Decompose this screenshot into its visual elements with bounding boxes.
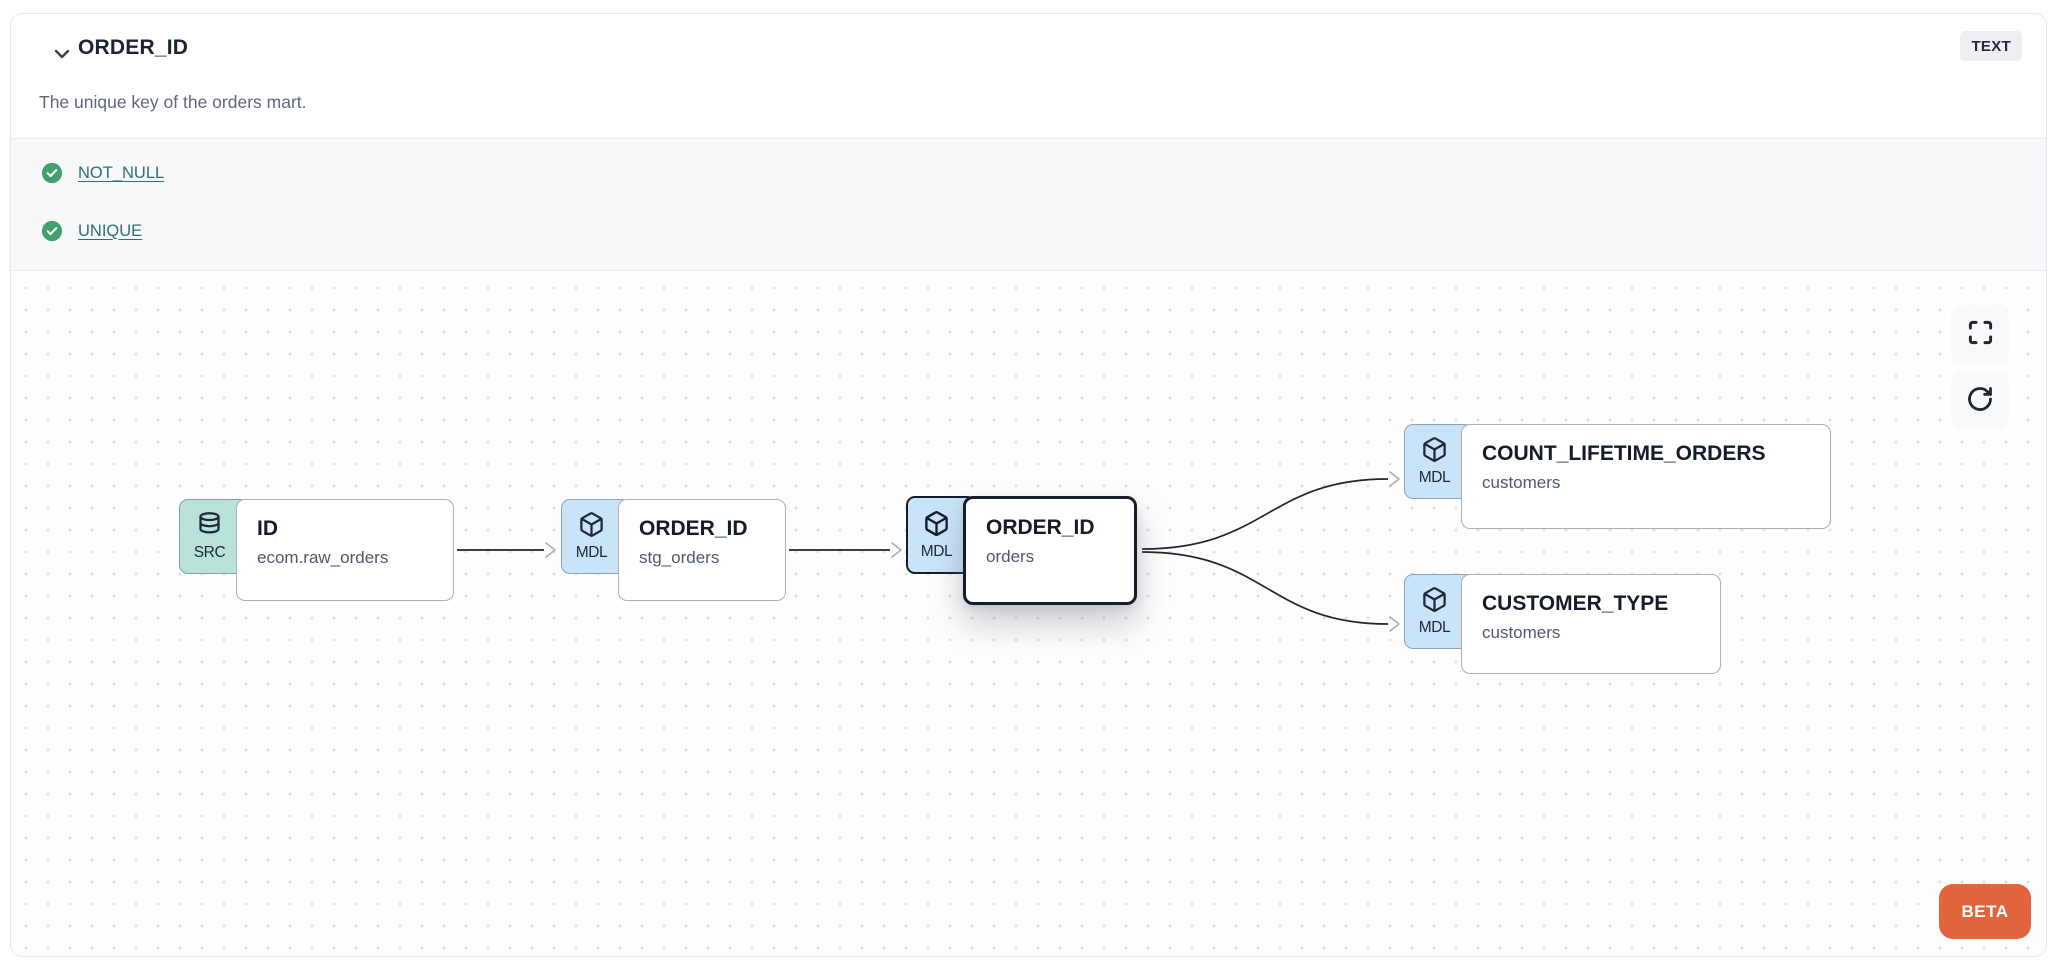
node-title: ORDER_ID <box>639 517 748 540</box>
arrowhead-icon <box>891 542 902 558</box>
node-subtitle: customers <box>1482 623 1561 642</box>
node-card: COUNT_LIFETIME_ORDERS customers <box>1461 424 1831 529</box>
node-card: CUSTOMER_TYPE customers <box>1461 574 1721 674</box>
maximize-icon <box>1967 319 1994 349</box>
arrowhead-icon <box>1389 471 1400 487</box>
arrowhead-icon <box>1389 616 1400 632</box>
node-badge-label: SRC <box>193 544 226 561</box>
node-title: ORDER_ID <box>986 516 1095 539</box>
page-title: ORDER_ID <box>78 36 189 59</box>
column-details-card: ORDER_ID The unique key of the orders ma… <box>10 13 2047 957</box>
edge-orders-to-ctype <box>1141 551 1389 625</box>
cube-icon <box>1423 436 1448 468</box>
node-subtitle: orders <box>986 547 1035 566</box>
data-type-badge: TEXT <box>1960 31 2022 61</box>
node-card: ID ecom.raw_orders <box>236 499 454 601</box>
test-link-unique[interactable]: UNIQUE <box>78 221 143 240</box>
refresh-icon <box>1966 385 1994 416</box>
collapse-button[interactable] <box>47 40 77 70</box>
node-card: ORDER_ID orders <box>963 496 1137 605</box>
cube-icon <box>1423 586 1448 618</box>
test-row: NOT_NULL <box>41 161 164 185</box>
column-description: The unique key of the orders mart. <box>39 92 307 112</box>
beta-badge-button[interactable]: BETA <box>1939 884 2031 939</box>
header: ORDER_ID The unique key of the orders ma… <box>11 14 2046 138</box>
node-badge-label: MDL <box>1418 469 1451 486</box>
check-circle-icon <box>41 220 63 242</box>
cube-icon <box>925 510 950 542</box>
lineage-canvas[interactable]: SRC ID ecom.raw_orders MDL ORDER_ID stg <box>11 271 2046 956</box>
check-circle-icon <box>41 162 63 184</box>
node-title: CUSTOMER_TYPE <box>1482 592 1669 615</box>
node-badge-label: MDL <box>575 544 608 561</box>
node-badge-label: MDL <box>920 542 953 560</box>
fullscreen-button[interactable] <box>1951 305 2009 363</box>
node-subtitle: customers <box>1482 473 1561 492</box>
edge-orders-to-count <box>1141 478 1389 550</box>
cube-icon <box>580 511 605 543</box>
chevron-down-icon <box>50 42 74 69</box>
test-link-not-null[interactable]: NOT_NULL <box>78 163 165 182</box>
node-subtitle: ecom.raw_orders <box>257 548 389 567</box>
node-badge-label: MDL <box>1418 619 1451 636</box>
node-card: ORDER_ID stg_orders <box>618 499 786 601</box>
node-subtitle: stg_orders <box>639 548 720 567</box>
tests-section: NOT_NULL UNIQUE <box>11 138 2046 271</box>
test-row: UNIQUE <box>41 219 142 243</box>
lineage-edges <box>457 471 1400 632</box>
refresh-button[interactable] <box>1951 371 2009 429</box>
database-icon <box>199 511 223 543</box>
node-title: COUNT_LIFETIME_ORDERS <box>1482 442 1766 465</box>
arrowhead-icon <box>545 542 556 558</box>
node-title: ID <box>257 517 278 540</box>
